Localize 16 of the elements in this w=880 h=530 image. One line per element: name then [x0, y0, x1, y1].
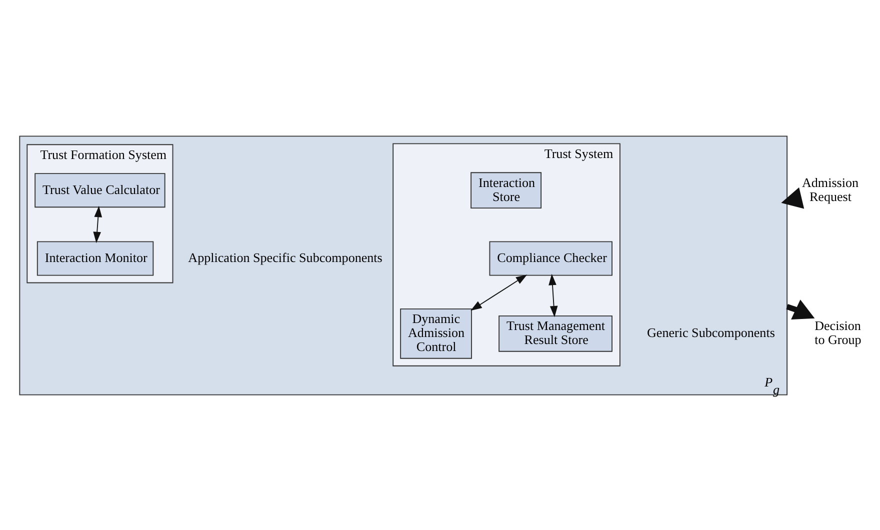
node-box: Compliance Checker — [489, 240, 612, 276]
node-box: Dynamic Admission Control — [400, 308, 472, 358]
arrow — [548, 273, 558, 317]
node-box: Interaction Monitor — [36, 240, 154, 276]
node-box: Trust Management Result Store — [498, 314, 612, 352]
arrow — [781, 186, 804, 208]
node-label: Application Specific Subcomponents — [188, 249, 382, 264]
arrow — [470, 274, 528, 310]
node-box: Interaction Store — [470, 172, 542, 208]
node-box: Trust Value Calculator — [34, 172, 166, 208]
arrow — [93, 205, 102, 243]
node-label: Generic Subcomponents — [647, 324, 775, 340]
node-label: g — [773, 382, 780, 397]
node-text: Decision to Group — [814, 318, 862, 347]
arrow — [786, 299, 815, 320]
node-text: Admission Request — [802, 174, 859, 204]
